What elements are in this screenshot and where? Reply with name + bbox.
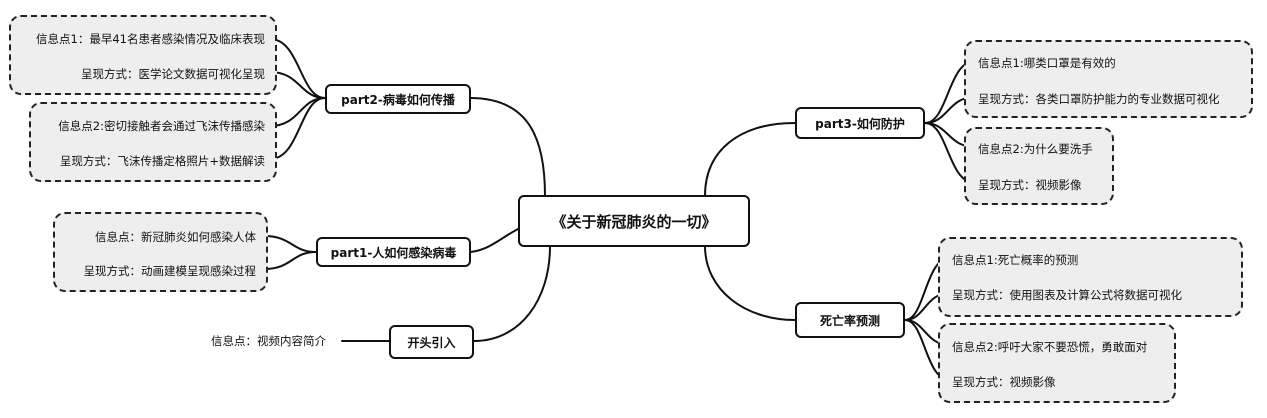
connector-central-part2	[469, 97, 546, 197]
info-point-label: 信息点2:密切接触者会通过飞沫传播感染	[58, 119, 265, 133]
presentation-method-label: 呈现方式：视频影像	[952, 375, 1056, 389]
presentation-method-label: 呈现方式：视频影像	[978, 178, 1082, 192]
connector-part2-leaf-3	[269, 97, 326, 127]
presentation-method-label: 呈现方式：飞沫传播定格照片+数据解读	[59, 154, 265, 168]
topic-part2-label: part2-病毒如何传播	[341, 92, 455, 107]
topic-intro-label: 开头引入	[407, 335, 456, 350]
info-point-label: 信息点1：最早41名患者感染情况及临床表现	[36, 32, 265, 46]
topic-death-rate[interactable]: 死亡率预测	[795, 302, 905, 338]
central-topic-label: 《关于新冠肺炎的一切》	[551, 212, 717, 231]
connector-part1-leaf-2	[263, 251, 317, 270]
topic-part1-label: part1-人如何感染病毒	[330, 245, 457, 260]
connector-part2-leaf-4	[269, 97, 326, 160]
info-group-part3-1: 信息点1:哪类口罩是有效的 呈现方式：各类口罩防护能力的专业数据可视化	[964, 40, 1253, 118]
connector-central-death	[704, 245, 796, 321]
info-group-part3-2: 信息点2:为什么要洗手 呈现方式：视频影像	[964, 127, 1114, 205]
topic-part3[interactable]: part3-如何防护	[795, 107, 925, 139]
topic-part1[interactable]: part1-人如何感染病毒	[316, 237, 471, 267]
info-point-label: 信息点2:呼吁大家不要恐慌，勇敢面对	[952, 340, 1148, 354]
info-group-part2-1: 信息点1：最早41名患者感染情况及临床表现 呈现方式：医学论文数据可视化呈现	[9, 15, 277, 95]
connector-central-part3	[704, 122, 796, 197]
connector-central-part1	[469, 227, 521, 253]
presentation-method-label: 呈现方式：医学论文数据可视化呈现	[81, 67, 265, 81]
info-group-death-2: 信息点2:呼吁大家不要恐慌，勇敢面对 呈现方式：视频影像	[938, 323, 1176, 403]
presentation-method-label: 呈现方式：动画建模呈现感染过程	[83, 264, 257, 278]
presentation-method-label: 呈现方式：各类口罩防护能力的专业数据可视化	[978, 92, 1220, 106]
topic-death-rate-label: 死亡率预测	[819, 313, 880, 328]
info-group-death-1: 信息点1:死亡概率的预测 呈现方式：使用图表及计算公式将数据可视化	[938, 237, 1243, 317]
info-point-label: 信息点：新冠肺炎如何感染人体	[95, 230, 256, 244]
presentation-method-label: 呈现方式：使用图表及计算公式将数据可视化	[952, 288, 1182, 302]
connector-part2-leaf-1	[269, 38, 326, 99]
info-point-label: 信息点2:为什么要洗手	[978, 142, 1093, 156]
info-point-label: 信息点1:死亡概率的预测	[952, 253, 1079, 267]
connector-central-intro	[473, 245, 551, 342]
topic-part3-label: part3-如何防护	[815, 116, 905, 131]
info-group-part2-2: 信息点2:密切接触者会通过飞沫传播感染 呈现方式：飞沫传播定格照片+数据解读	[29, 102, 277, 182]
topic-part2[interactable]: part2-病毒如何传播	[325, 84, 471, 114]
connector-part1-leaf-1	[263, 235, 317, 253]
central-topic[interactable]: 《关于新冠肺炎的一切》	[518, 195, 750, 247]
intro-info-point: 信息点：视频内容简介	[211, 334, 326, 348]
info-group-part1: 信息点：新冠肺炎如何感染人体 呈现方式：动画建模呈现感染过程	[53, 212, 268, 292]
connector-part2-leaf-2	[269, 71, 326, 99]
info-point-label: 信息点1:哪类口罩是有效的	[978, 56, 1116, 70]
topic-intro[interactable]: 开头引入	[389, 325, 474, 359]
